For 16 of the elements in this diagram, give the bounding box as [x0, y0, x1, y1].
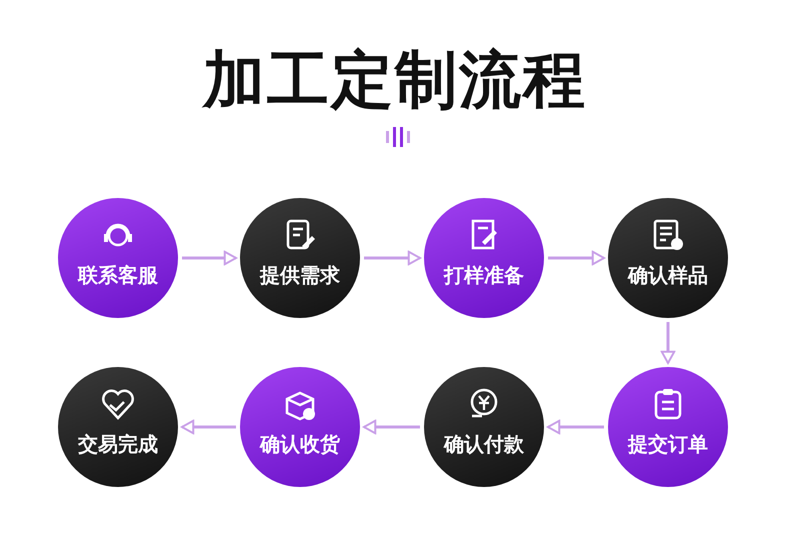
arrow [660, 322, 676, 364]
arrow [364, 250, 421, 266]
step-label: 联系客服 [76, 262, 159, 288]
step-label: 确认收货 [258, 431, 341, 457]
arrow [548, 250, 605, 266]
step-label: 确认付款 [442, 431, 525, 457]
title: 加工定制流程 [200, 42, 588, 118]
arrow [363, 420, 420, 434]
arrow [182, 250, 237, 266]
step-label: 打样准备 [442, 262, 525, 288]
step-label: 提交订单 [626, 431, 709, 457]
step-label: 交易完成 [77, 431, 159, 457]
step-label: 确认样品 [626, 262, 709, 288]
step-label: 提供需求 [258, 262, 341, 288]
arrow [547, 420, 604, 434]
arrow [181, 420, 236, 434]
